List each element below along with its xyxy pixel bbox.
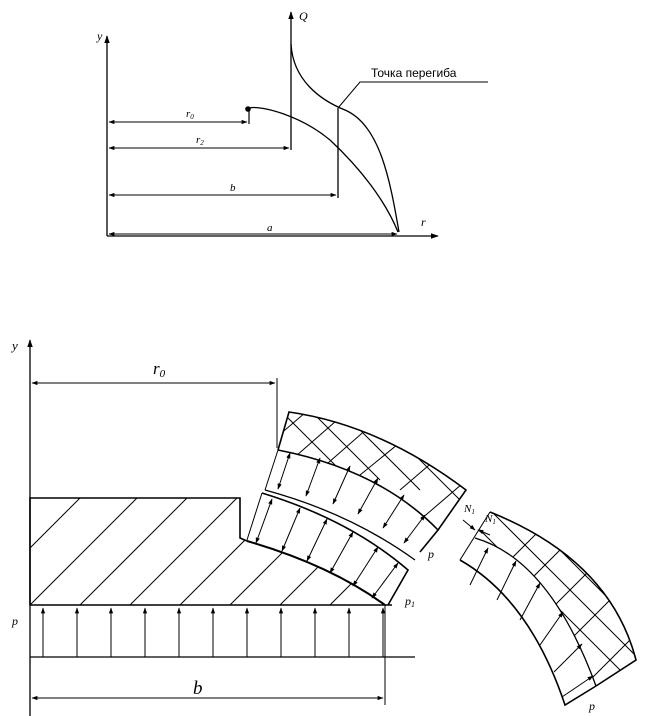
- top-diagram: y Q r Точка перегиба r0 r2 b a: [96, 9, 488, 239]
- pressure-arrows: [40, 607, 386, 657]
- label-n1-right: N1: [484, 513, 496, 526]
- label-p-mid: p: [427, 547, 434, 561]
- dim-b-bottom-label: b: [193, 678, 203, 699]
- dim-a-label: a: [267, 222, 273, 234]
- curve-start-point: [245, 106, 251, 112]
- dim-r0-label: r0: [186, 108, 194, 121]
- inner-arc-band: [246, 492, 410, 606]
- dim-r2-label: r2: [196, 134, 204, 147]
- bottom-y-axis-label: y: [10, 338, 18, 353]
- pressure-curve: [248, 106, 399, 233]
- label-p1: p1: [404, 594, 415, 609]
- top-r-axis-label: r: [421, 215, 426, 229]
- inflection-label: Точка перегиба: [371, 66, 457, 80]
- dim-b-label: b: [230, 182, 236, 194]
- hatched-block: [29, 497, 386, 606]
- q-curve: [290, 43, 400, 233]
- bottom-diagram: y r0 p p1: [10, 338, 637, 716]
- n1-arrow-left: [462, 519, 476, 531]
- inflection-leader: [337, 81, 488, 109]
- middle-arc-band: [264, 449, 440, 561]
- right-detached-band: [459, 511, 637, 707]
- dim-r0-bottom-label: r0: [153, 359, 166, 380]
- label-p-bottom: p: [588, 699, 595, 713]
- top-q-axis-label: Q: [299, 9, 308, 23]
- label-n1-left: N1: [463, 503, 475, 516]
- top-y-axis-label: y: [96, 29, 103, 43]
- label-p-left: p: [11, 614, 18, 628]
- n1-arrow-right: [477, 529, 491, 536]
